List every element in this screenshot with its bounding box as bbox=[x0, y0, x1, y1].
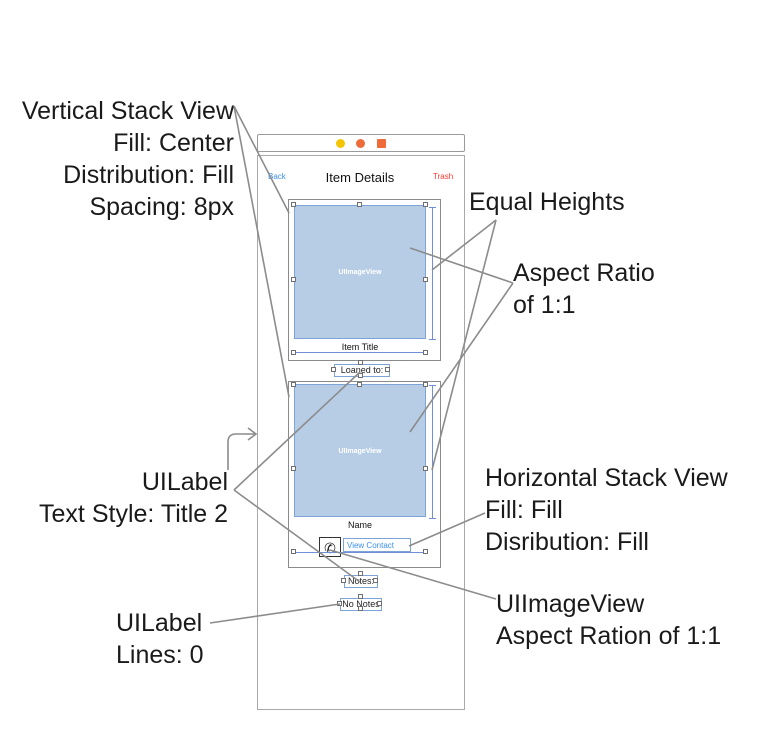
width-constraint bbox=[294, 352, 426, 353]
resize-handle[interactable] bbox=[423, 382, 428, 387]
uilabel-lines-line2: Lines: 0 bbox=[116, 641, 204, 669]
hstack-title: Horizontal Stack View bbox=[485, 464, 728, 492]
resize-handle[interactable] bbox=[291, 350, 296, 355]
height-constraint bbox=[432, 207, 433, 339]
resize-handle[interactable] bbox=[357, 202, 362, 207]
uilabel-lines-line1: UILabel bbox=[116, 609, 203, 637]
resize-handle[interactable] bbox=[358, 594, 363, 599]
back-button[interactable]: Back bbox=[268, 172, 286, 181]
resize-handle[interactable] bbox=[423, 202, 428, 207]
vstack-annotation: Vertical Stack View Fill: Center Distrib… bbox=[0, 95, 234, 223]
resize-handle[interactable] bbox=[358, 360, 363, 365]
contact-image-label: UIImageView bbox=[338, 447, 382, 455]
uilabel-title-callout-line bbox=[233, 489, 361, 583]
vstack-spacing: Spacing: 8px bbox=[89, 193, 234, 221]
hstack-fill: Fill: Fill bbox=[485, 496, 563, 524]
height-constraint-cap bbox=[429, 518, 436, 519]
aspect-ratio-line1: Aspect Ratio bbox=[513, 259, 655, 287]
name-label: Name bbox=[347, 520, 372, 530]
resize-handle[interactable] bbox=[357, 382, 362, 387]
uilabel-lines-callout-line bbox=[209, 603, 341, 624]
vstack-title: Vertical Stack View bbox=[21, 97, 234, 125]
resize-handle[interactable] bbox=[291, 382, 296, 387]
resize-handle[interactable] bbox=[331, 367, 336, 372]
nav-title: Item Details bbox=[325, 170, 395, 185]
resize-handle[interactable] bbox=[291, 277, 296, 282]
hstack-callout-line bbox=[408, 512, 486, 547]
height-constraint-cap bbox=[429, 385, 436, 386]
segue-arrow-icon bbox=[227, 427, 258, 470]
hstack-annotation: Horizontal Stack View Fill: Fill Disribu… bbox=[485, 462, 728, 558]
resize-handle[interactable] bbox=[291, 466, 296, 471]
height-constraint-cap bbox=[429, 207, 436, 208]
resize-handle[interactable] bbox=[423, 549, 428, 554]
contact-image-view: UIImageView bbox=[294, 384, 426, 517]
imageview-ratio: Aspect Ration of 1:1 bbox=[496, 622, 722, 650]
aspect-ratio-callout-line bbox=[409, 282, 514, 433]
aspect-ratio-line2: of 1:1 bbox=[513, 291, 576, 319]
imageview-callout-line bbox=[329, 549, 497, 600]
item-image-label: UIImageView bbox=[338, 269, 382, 277]
vstack-fill: Fill: Center bbox=[113, 129, 234, 157]
equal-heights-callout-line bbox=[431, 219, 497, 271]
height-constraint bbox=[432, 385, 433, 518]
resize-handle[interactable] bbox=[358, 571, 363, 576]
resize-handle[interactable] bbox=[358, 606, 363, 611]
resize-handle[interactable] bbox=[385, 367, 390, 372]
hstack-distribution: Disribution: Fill bbox=[485, 528, 649, 556]
uilabel-lines-annotation: UILabel Lines: 0 bbox=[116, 607, 204, 671]
vstack-distribution: Distribution: Fill bbox=[63, 161, 234, 189]
storyboard-scene-bar bbox=[257, 134, 465, 152]
view-controller-icon bbox=[336, 139, 345, 148]
imageview-title: UIImageView bbox=[496, 590, 645, 618]
height-constraint-cap bbox=[429, 339, 436, 340]
resize-handle[interactable] bbox=[373, 578, 378, 583]
item-title-label: Item Title bbox=[341, 342, 379, 352]
uilabel-title-line2: Text Style: Title 2 bbox=[39, 500, 228, 528]
resize-handle[interactable] bbox=[291, 202, 296, 207]
uilabel-title-line1: UILabel bbox=[141, 468, 228, 496]
resize-handle[interactable] bbox=[423, 466, 428, 471]
trash-button[interactable]: Trash bbox=[433, 172, 454, 181]
exit-icon bbox=[377, 139, 386, 148]
first-responder-icon bbox=[356, 139, 365, 148]
item-image-view: UIImageView bbox=[294, 205, 426, 339]
equal-heights-annotation: Equal Heights bbox=[469, 188, 625, 216]
vstack-callout-line bbox=[233, 105, 290, 214]
resize-handle[interactable] bbox=[423, 350, 428, 355]
imageview-annotation: UIImageView Aspect Ration of 1:1 bbox=[496, 588, 721, 652]
resize-handle[interactable] bbox=[291, 549, 296, 554]
resize-handle[interactable] bbox=[377, 601, 382, 606]
equal-heights-callout-line bbox=[431, 219, 497, 471]
aspect-ratio-annotation: Aspect Ratio of 1:1 bbox=[513, 257, 655, 321]
uilabel-title-callout-line bbox=[233, 371, 361, 491]
vstack-callout-line bbox=[233, 105, 290, 398]
uilabel-title-annotation: UILabel Text Style: Title 2 bbox=[0, 466, 228, 530]
resize-handle[interactable] bbox=[341, 578, 346, 583]
resize-handle[interactable] bbox=[423, 277, 428, 282]
aspect-ratio-callout-line bbox=[409, 247, 514, 284]
resize-handle[interactable] bbox=[358, 373, 363, 378]
width-constraint bbox=[294, 552, 426, 553]
